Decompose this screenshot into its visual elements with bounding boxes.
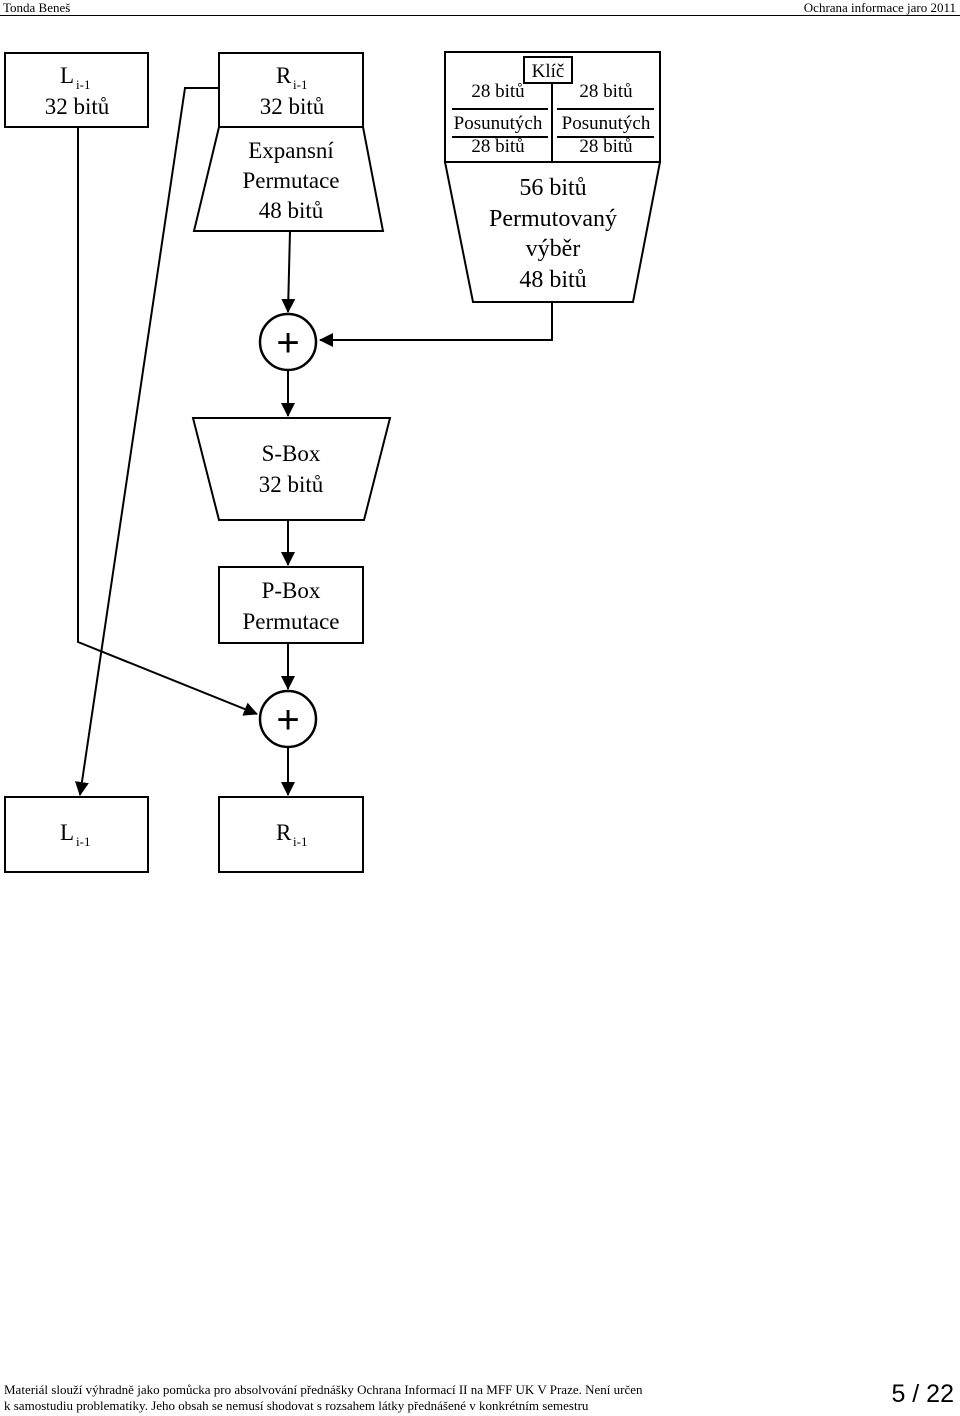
arrow-right-input-to-left-output — [74, 87, 219, 796]
left-input-sub: i-1 — [76, 77, 90, 92]
key-left-shift: Posunutých — [454, 113, 543, 134]
expansion-line1: Expansní — [248, 138, 334, 163]
key-block: Klíč 28 bitů 28 bitů Posunutých Posunutý… — [444, 51, 661, 163]
pbox-line2: Permutace — [242, 609, 339, 634]
left-input-box: L i-1 32 bitů — [4, 52, 149, 128]
xor-2-symbol: + — [276, 698, 299, 742]
page-number: 5 / 22 — [891, 1380, 954, 1408]
right-input-sub: i-1 — [293, 77, 307, 92]
left-output-name: L — [60, 820, 74, 845]
right-input-box: R i-1 32 bitů — [218, 52, 364, 128]
expansion-permutation: Expansní Permutace 48 bitů — [192, 126, 385, 232]
des-round-diagram: L i-1 32 bitů R i-1 32 bitů Expansní Per… — [4, 51, 662, 873]
key-right-shift-bits: 28 bitů — [579, 136, 633, 157]
footer-note-line2: k samostudiu problematiky. Jeho obsah se… — [4, 1398, 589, 1413]
header-term: jaro 2011 — [907, 0, 956, 15]
key-right-shift: Posunutých — [562, 113, 651, 134]
compression-line3: výběr — [526, 236, 581, 262]
xor-key-mix: + — [258, 312, 318, 372]
arrow-key-to-xor — [319, 302, 553, 347]
p-box: P-Box Permutace — [218, 566, 364, 644]
right-input-size: 32 bitů — [260, 94, 325, 119]
key-left-bits: 28 bitů — [471, 81, 525, 102]
connectors — [74, 87, 553, 796]
right-output-name: R — [276, 820, 292, 845]
left-output-box: L i-1 — [4, 796, 149, 873]
s-box: S-Box 32 bitů — [191, 417, 392, 521]
right-output-box: R i-1 — [218, 796, 364, 873]
right-output-sub: i-1 — [293, 834, 307, 849]
footer-note-line1: Materiál slouží výhradně jako pomůcka pr… — [4, 1382, 643, 1397]
key-left-shift-bits: 28 bitů — [471, 136, 525, 157]
left-input-name: L — [60, 63, 74, 88]
sbox-line2: 32 bitů — [259, 472, 324, 497]
key-right-bits: 28 bitů — [579, 81, 633, 102]
compression-line2: Permutovaný — [489, 206, 617, 232]
left-input-size: 32 bitů — [45, 94, 110, 119]
xor-1-symbol: + — [276, 321, 299, 365]
expansion-line2: Permutace — [242, 168, 339, 193]
header-course: Ochrana informace jaro 2011 — [804, 0, 956, 16]
compression-line1: 56 bitů — [519, 175, 586, 201]
sbox-line1: S-Box — [262, 441, 321, 466]
arrow-expansion-to-xor — [281, 230, 296, 313]
pbox-line1: P-Box — [262, 578, 321, 603]
left-output-sub: i-1 — [76, 834, 90, 849]
key-title: Klíč — [532, 61, 565, 82]
arrow-left-input-to-xor — [77, 127, 258, 716]
header-rule — [0, 15, 960, 16]
right-input-name: R — [276, 63, 292, 88]
compression-permutation: 56 bitů Permutovaný výběr 48 bitů — [443, 161, 662, 303]
xor-left-mix: + — [258, 689, 318, 749]
compression-line4: 48 bitů — [519, 267, 586, 293]
header-course-name: Ochrana informace — [803, 0, 904, 15]
expansion-line3: 48 bitů — [259, 198, 324, 223]
header-author: Tonda Beneš — [3, 0, 71, 15]
key-title-box — [523, 56, 573, 84]
